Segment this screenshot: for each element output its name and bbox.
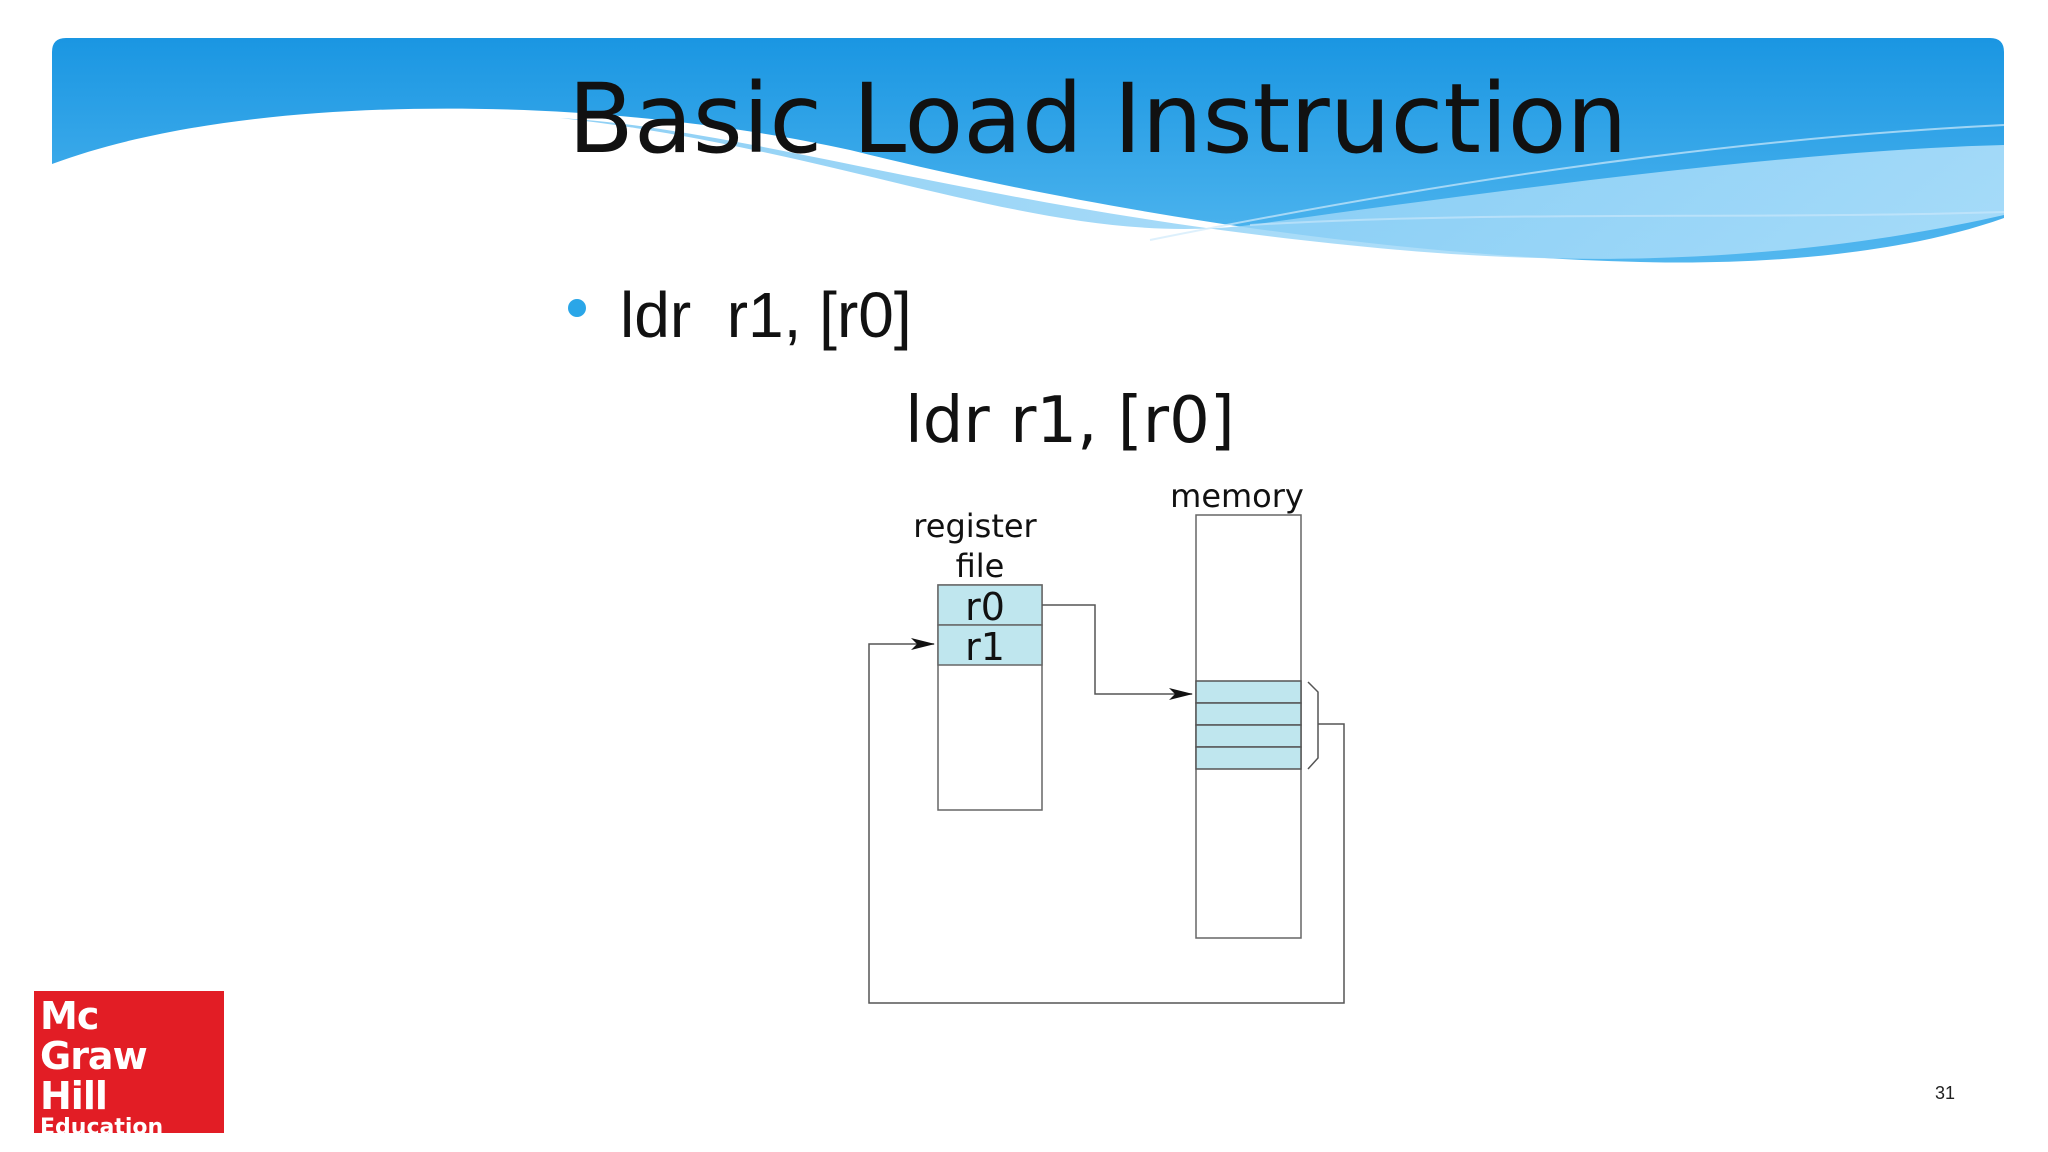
address-arrow: [1042, 604, 1193, 700]
memory-word-3: [1195, 746, 1302, 770]
register-file-label-line2: file: [956, 547, 1005, 585]
memory-label: memory: [1170, 477, 1304, 515]
page-number: 31: [1935, 1083, 1956, 1103]
register-r0-cell: [937, 584, 1043, 626]
memory-word-1: [1195, 702, 1302, 726]
logo-line-3: Hill: [40, 1074, 108, 1118]
header-banner: [52, 38, 2005, 263]
memory-word-2: [1195, 724, 1302, 748]
memory-word-0: [1195, 680, 1302, 704]
memory-bracket: [1307, 681, 1319, 770]
register-file-label: register: [913, 507, 1037, 545]
diagram-heading: ldr r1, [r0]: [905, 384, 1235, 458]
bullet-item: ldr r1, [r0]: [620, 279, 912, 351]
logo-line-2: Graw: [40, 1034, 148, 1078]
slide-title: Basic Load Instruction: [568, 63, 1628, 175]
logo-line-4: Education: [40, 1115, 164, 1140]
register-r1-label: r1: [965, 625, 1005, 669]
data-return-arrow: [868, 638, 1345, 1004]
register-r0-label: r0: [965, 585, 1005, 629]
logo-line-1: Mc: [40, 994, 99, 1038]
bullet-icon: [568, 299, 586, 317]
register-r1-cell: [937, 624, 1043, 666]
mcgraw-hill-logo: Mc Graw Hill Education: [34, 991, 224, 1139]
